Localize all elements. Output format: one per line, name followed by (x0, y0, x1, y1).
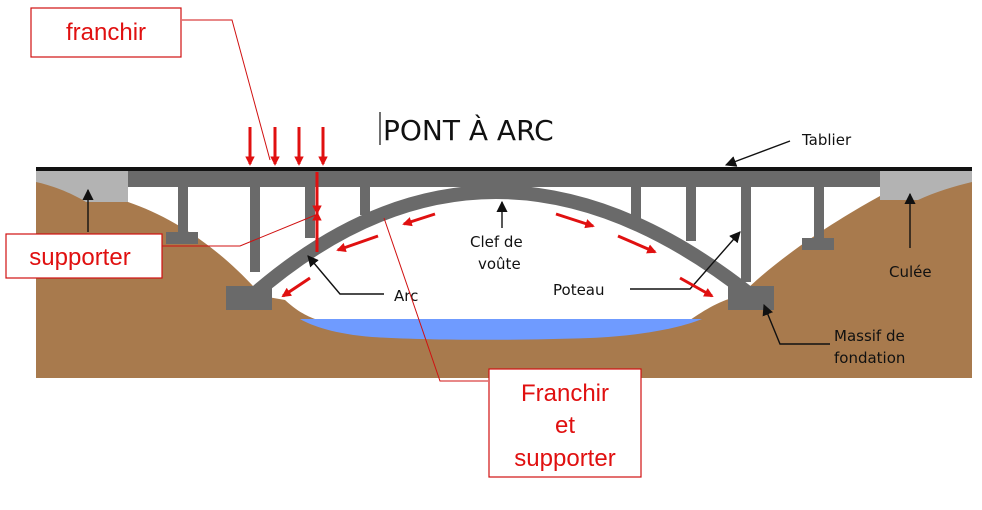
label-massif-de: Massif de (834, 327, 905, 345)
post (741, 187, 751, 282)
deck-top-line (36, 167, 972, 171)
post (305, 187, 315, 238)
label-arc: Arc (394, 287, 418, 305)
thrust-arrow (336, 234, 379, 252)
callout-franchir-et-supporter-line3: supporter (514, 445, 615, 472)
thrust-arrow (281, 276, 311, 298)
post (814, 187, 824, 239)
diagram-title: PONT À ARC (383, 113, 554, 147)
post (686, 187, 696, 241)
thrust-arrow (679, 276, 714, 298)
pier-footing (802, 238, 834, 250)
label-clef-de: Clef de (470, 233, 523, 251)
thrust-arrow (617, 234, 657, 254)
callout-franchir: franchir (66, 19, 146, 46)
callout-franchir-et-supporter-line2: et (555, 412, 575, 439)
post (250, 187, 260, 272)
deck-beam (128, 170, 880, 187)
leader-lines (82, 140, 916, 345)
label-voute: voûte (478, 255, 521, 273)
ground (36, 170, 972, 378)
pier-footing (166, 232, 198, 244)
callout-supporter: supporter (29, 244, 130, 271)
label-culee: Culée (889, 263, 932, 281)
right-abutment (880, 170, 972, 200)
label-poteau: Poteau (553, 281, 605, 299)
thrust-arrow (402, 212, 436, 227)
post (178, 187, 188, 233)
left-abutment (36, 170, 128, 202)
posts (178, 187, 824, 282)
callout-connectors (162, 19, 488, 382)
foundation-block-right (728, 286, 774, 310)
post (360, 187, 370, 215)
label-tablier: Tablier (801, 131, 852, 149)
foundation-block-left (226, 286, 272, 310)
thrust-arrow (555, 212, 595, 229)
river-water (300, 319, 702, 340)
callout-box-franchir (30, 7, 182, 58)
post (631, 187, 641, 219)
force-arrows (245, 127, 714, 298)
callout-franchir-et-supporter-line1: Franchir (521, 380, 609, 407)
callout-box-franchir-et-supporter (488, 368, 642, 478)
label-fondation: fondation (834, 349, 905, 367)
keystone (474, 187, 506, 196)
callout-box-supporter (5, 233, 163, 279)
